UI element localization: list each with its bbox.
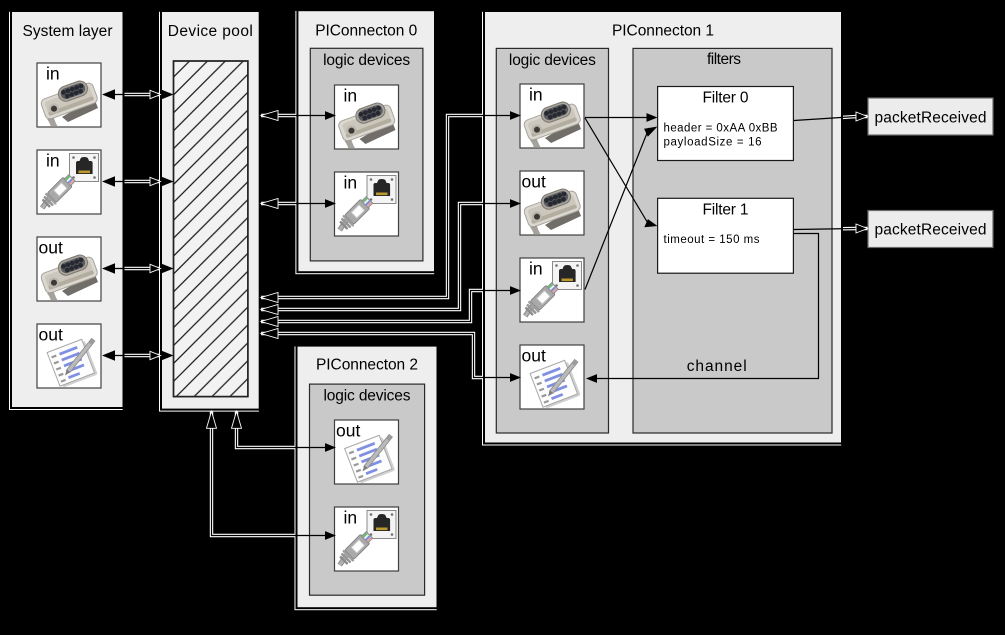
svg-text:PIConnecton 1: PIConnecton 1	[612, 23, 714, 40]
svg-text:in: in	[46, 64, 60, 84]
svg-text:System layer: System layer	[23, 23, 113, 40]
svg-text:in: in	[529, 259, 543, 279]
svg-text:PIConnecton 0: PIConnecton 0	[315, 23, 417, 40]
svg-text:out: out	[336, 421, 360, 441]
svg-text:Filter 1: Filter 1	[703, 202, 749, 219]
svg-text:in: in	[344, 86, 358, 106]
svg-text:in: in	[46, 151, 60, 171]
svg-text:timeout = 150 ms: timeout = 150 ms	[664, 234, 760, 246]
svg-text:payloadSize = 16: payloadSize = 16	[664, 136, 762, 148]
svg-text:channel: channel	[687, 358, 747, 375]
svg-text:logic devices: logic devices	[323, 52, 410, 69]
svg-text:in: in	[344, 508, 358, 528]
svg-text:out: out	[522, 172, 546, 192]
svg-text:in: in	[344, 173, 358, 193]
svg-text:logic devices: logic devices	[324, 388, 411, 405]
svg-text:out: out	[39, 325, 63, 345]
svg-text:logic devices: logic devices	[509, 52, 596, 69]
svg-text:header = 0xAA 0xBB: header = 0xAA 0xBB	[664, 123, 778, 135]
svg-text:Filter 0: Filter 0	[703, 90, 749, 107]
svg-text:PIConnecton 2: PIConnecton 2	[316, 357, 418, 374]
svg-text:packetReceived: packetReceived	[875, 109, 987, 126]
svg-text:in: in	[529, 85, 543, 105]
svg-text:Device pool: Device pool	[168, 23, 253, 40]
svg-text:filters: filters	[707, 51, 741, 68]
svg-text:packetReceived: packetReceived	[875, 222, 987, 239]
svg-text:out: out	[522, 346, 546, 366]
svg-text:out: out	[39, 238, 63, 258]
